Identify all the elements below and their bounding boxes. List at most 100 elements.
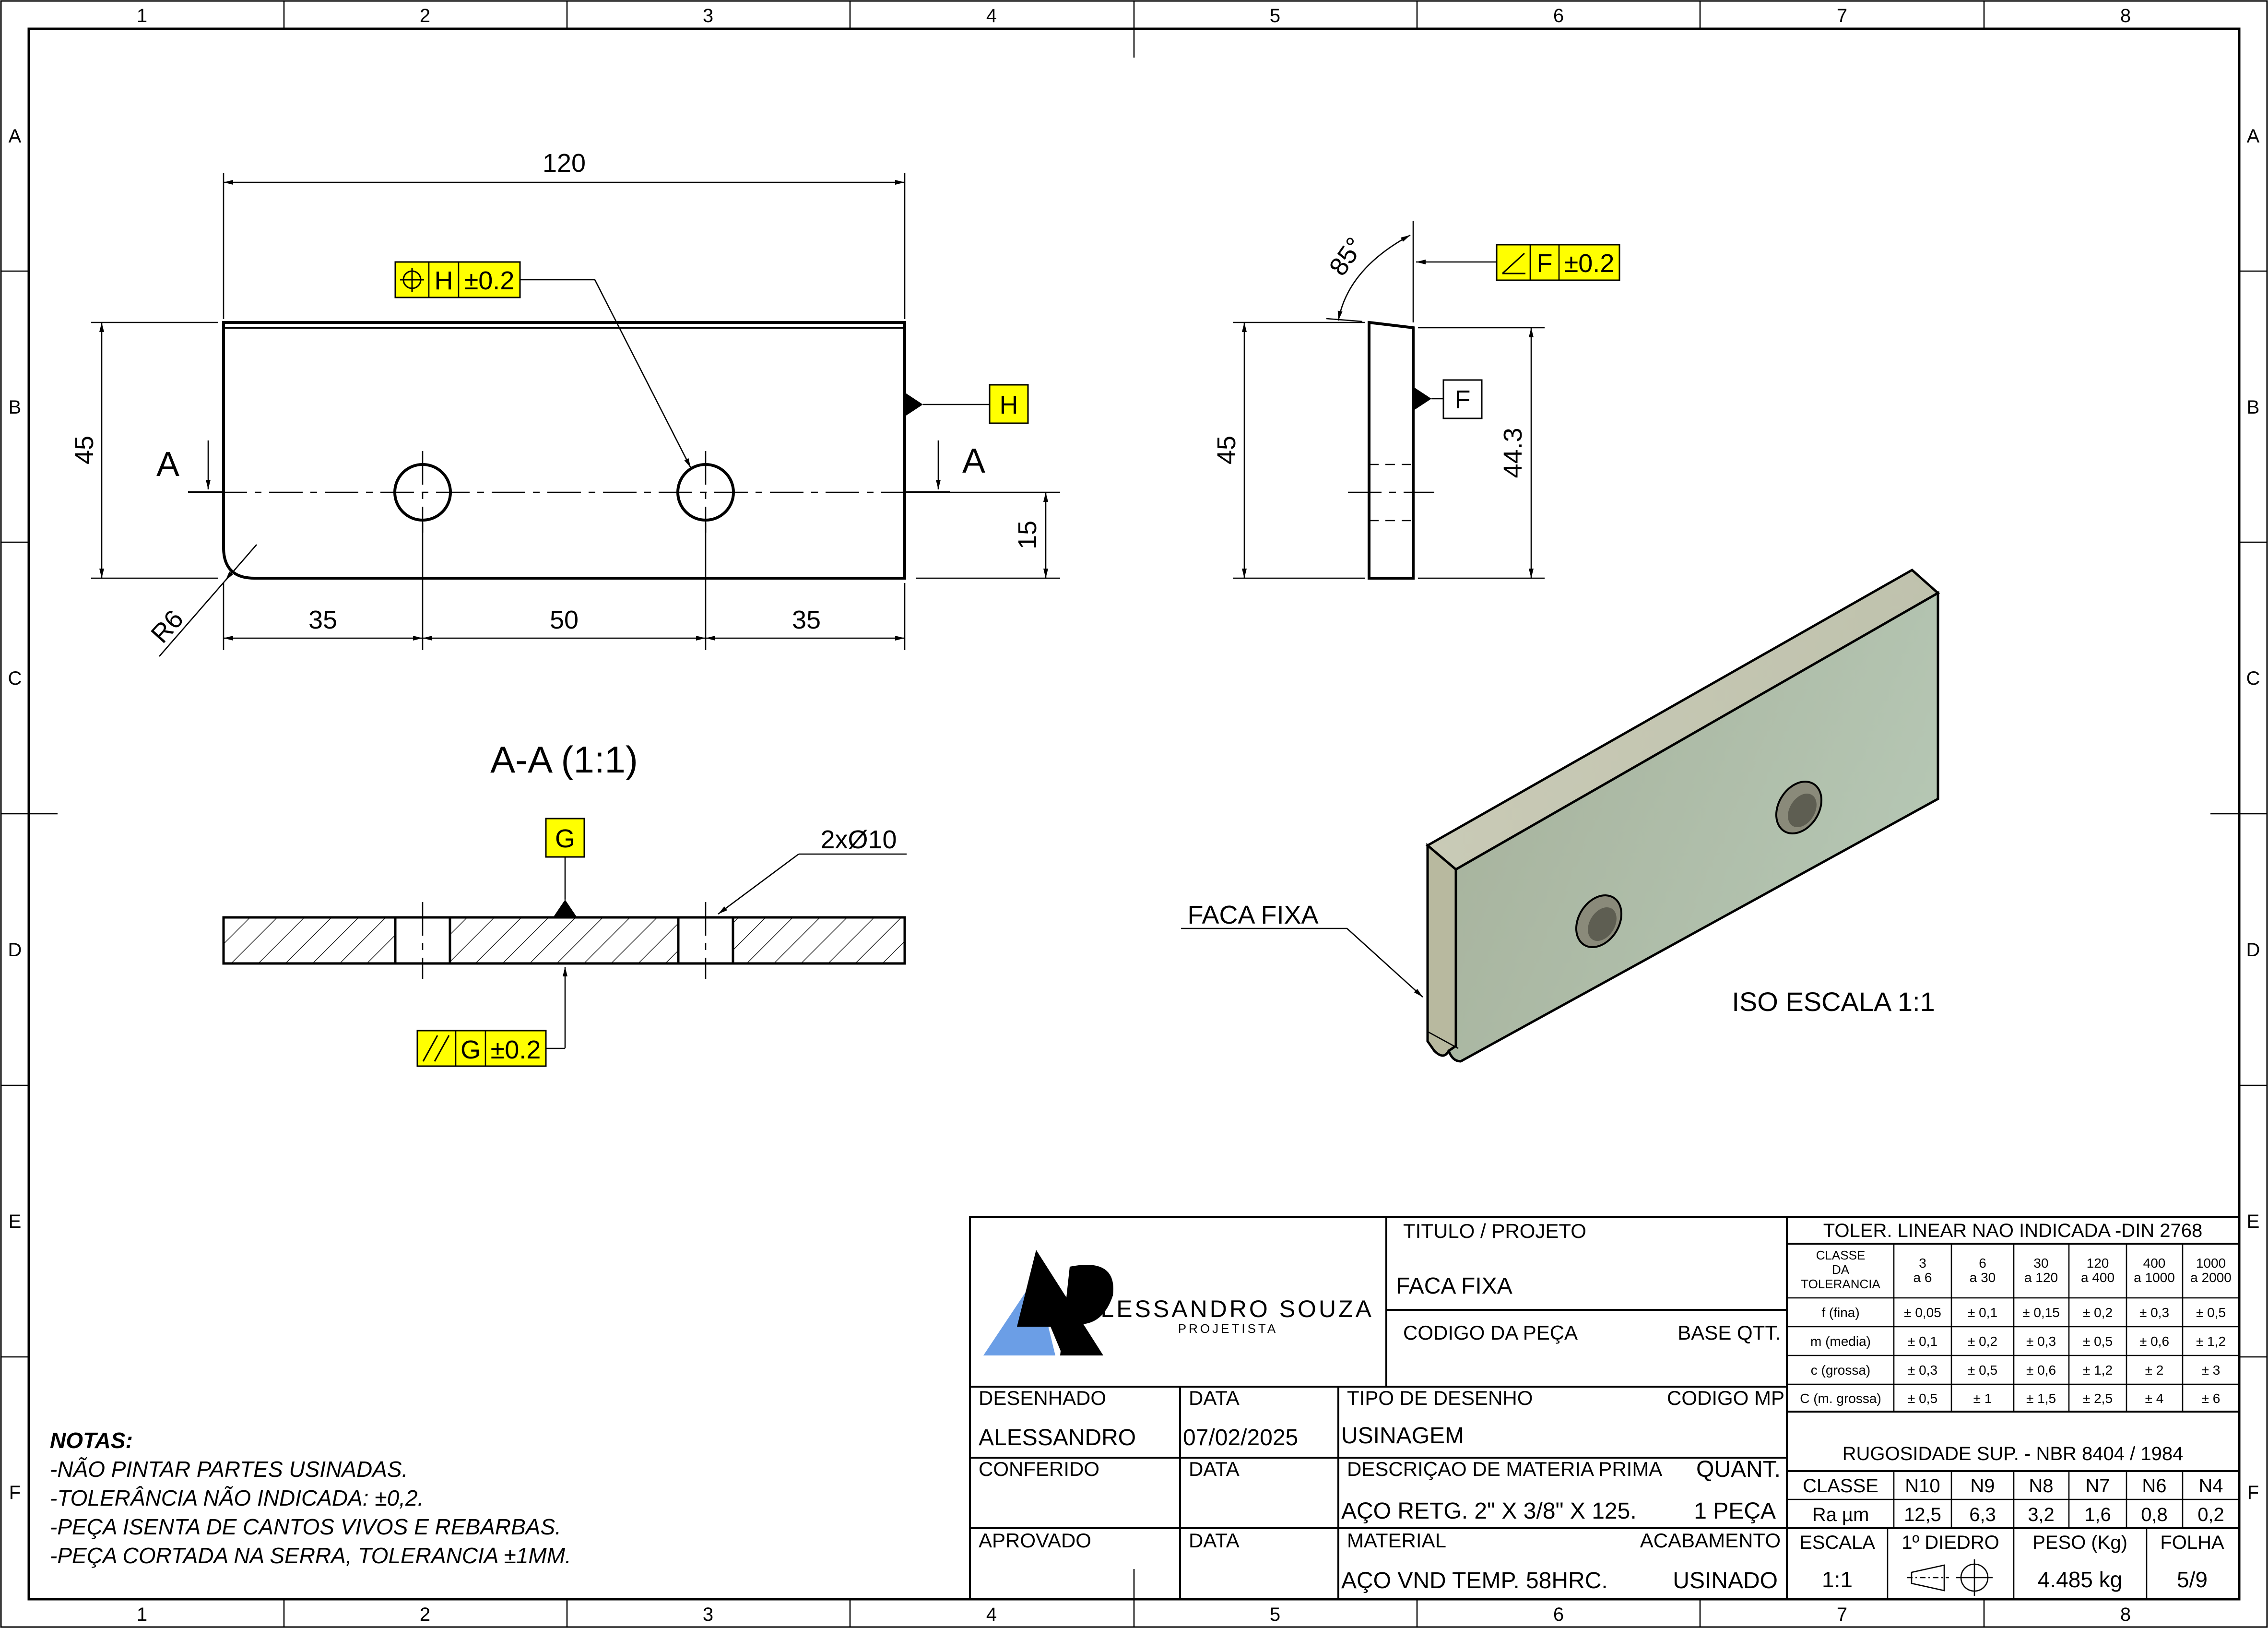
tolerance-range-bottom: a 6	[1914, 1270, 1932, 1285]
position-tol-datum: H	[435, 266, 453, 295]
tolerance-cell: ± 1,5	[2026, 1391, 2056, 1406]
tolerance-range-bottom: a 120	[2024, 1270, 2058, 1285]
tolerance-row-label: m (media)	[1810, 1334, 1871, 1349]
tolerance-range-bottom: a 2000	[2190, 1270, 2232, 1285]
tolerance-cell: ± 0,1	[1908, 1334, 1937, 1349]
side-dim-height-44-3: 44.3	[1499, 428, 1527, 478]
row-label-F: F	[9, 1482, 21, 1503]
codigo-mp-label: CODIGO MP	[1667, 1387, 1784, 1409]
column-label-1: 1	[137, 1604, 147, 1625]
descricao-label: DESCRIÇAO DE MATERIA PRIMA	[1347, 1458, 1662, 1480]
roughness-class-label: CLASSE	[1803, 1475, 1878, 1497]
side-outline	[1368, 321, 1415, 580]
roughness-class: N7	[2085, 1475, 2110, 1497]
roughness-ra-value: 3,2	[2028, 1504, 2055, 1525]
holes-callout: 2xØ10	[718, 825, 907, 915]
row-label-A: A	[2247, 126, 2260, 147]
company-name: ALESSANDRO SOUZA	[1082, 1295, 1374, 1322]
roughness-ra-value: 6,3	[1969, 1504, 1996, 1525]
angularity-icon	[1501, 252, 1525, 274]
tolerance-cell: ± 0,5	[1908, 1391, 1937, 1406]
dim-right-35: 35	[792, 606, 821, 634]
position-tol-value: ±0.2	[464, 266, 515, 295]
quant-value: 1 PEÇA	[1694, 1498, 1776, 1524]
svg-text:H: H	[1000, 391, 1018, 419]
column-label-5: 5	[1270, 1604, 1280, 1625]
roughness-title: RUGOSIDADE SUP. - NBR 8404 / 1984	[1843, 1443, 2184, 1464]
tolerance-cell: ± 0,15	[2022, 1305, 2060, 1320]
note-line-3: -PEÇA ISENTA DE CANTOS VIVOS E REBARBAS.	[50, 1514, 561, 1539]
row-label-E: E	[2247, 1211, 2260, 1232]
side-dim-height-45: 45	[1212, 436, 1241, 464]
tolerance-range-top: 400	[2143, 1256, 2166, 1271]
column-label-2: 2	[420, 5, 430, 26]
column-label-4: 4	[986, 1604, 997, 1625]
position-tolerance-frame: H ±0.2	[394, 261, 692, 468]
tolerance-cell: ± 0,05	[1904, 1305, 1941, 1320]
roughness-class: N9	[1970, 1475, 1995, 1497]
roughness-ra-value: 12,5	[1904, 1504, 1941, 1525]
codigo-peca-label: CODIGO DA PEÇA	[1403, 1321, 1578, 1344]
tolerance-cell: ± 0,3	[1908, 1363, 1937, 1378]
row-label-A: A	[9, 126, 22, 147]
tipo-value: USINAGEM	[1341, 1423, 1464, 1449]
roughness-class: N10	[1905, 1475, 1940, 1497]
tolerance-range-top: 30	[2033, 1256, 2048, 1271]
dim-height-45: 45	[70, 436, 99, 464]
radius-r6: R6	[145, 605, 189, 648]
tolerance-cell: ± 0,1	[1968, 1305, 1997, 1320]
data3-label: DATA	[1189, 1529, 1240, 1552]
row-label-D: D	[2246, 939, 2260, 961]
folha-value: 5/9	[2177, 1567, 2208, 1592]
tolerance-rows: f (fina)± 0,05± 0,1± 0,15± 0,2± 0,3± 0,5…	[1800, 1305, 2226, 1406]
position-icon	[400, 268, 424, 292]
tolerance-cell: ± 2	[2145, 1363, 2164, 1378]
company-role: PROJETISTA	[1178, 1321, 1278, 1336]
row-label-C: C	[8, 668, 22, 689]
column-label-8: 8	[2120, 1604, 2131, 1625]
desenhado-label: DESENHADO	[979, 1387, 1106, 1409]
datum-h: H	[905, 384, 1029, 424]
datum-g: G	[545, 818, 585, 917]
tolerance-cell: ± 0,6	[2026, 1363, 2056, 1378]
company-logo: ALESSANDRO SOUZA PROJETISTA	[983, 1250, 1374, 1355]
data1-label: DATA	[1189, 1387, 1240, 1409]
roughness-class: N8	[2029, 1475, 2053, 1497]
tolerance-range-top: 1000	[2196, 1256, 2226, 1271]
svg-text:F: F	[1455, 385, 1471, 414]
parallelism-icon	[422, 1035, 450, 1062]
escala-value: 1:1	[1822, 1567, 1853, 1592]
tolerance-range-top: 120	[2087, 1256, 2109, 1271]
tolerance-cell: ± 0,5	[2083, 1334, 2113, 1349]
roughness-ra-value: 1,6	[2084, 1504, 2111, 1525]
tolerance-cell: ± 6	[2202, 1391, 2221, 1406]
tolerance-row-label: f (fina)	[1821, 1305, 1859, 1320]
svg-text:2xØ10: 2xØ10	[820, 825, 897, 854]
column-label-2: 2	[420, 1604, 430, 1625]
tolerance-range-bottom: a 30	[1970, 1270, 1996, 1285]
tolerance-cell: ± 1,2	[2196, 1334, 2226, 1349]
row-label-D: D	[8, 939, 22, 961]
parallelism-tolerance-frame: G ±0.2	[416, 967, 567, 1067]
column-label-3: 3	[703, 1604, 713, 1625]
escala-label: ESCALA	[1799, 1532, 1875, 1553]
section-view: A-A (1:1) G 2xØ10	[222, 738, 907, 1067]
dim-left-35: 35	[308, 606, 337, 634]
material-value: AÇO VND TEMP. 58HRC.	[1341, 1568, 1608, 1593]
tolerance-cell: ± 1,2	[2083, 1363, 2113, 1378]
desenhado-value: ALESSANDRO	[979, 1425, 1136, 1450]
iso-side-face	[1426, 843, 1457, 1057]
diedro-label: 1º DIEDRO	[1902, 1532, 1999, 1553]
tipo-label: TIPO DE DESENHO	[1347, 1387, 1533, 1409]
svg-text:TOLERANCIA: TOLERANCIA	[1801, 1277, 1880, 1291]
datum-f: F	[1413, 379, 1483, 419]
svg-text:±0.2: ±0.2	[1564, 249, 1615, 278]
section-letter-left: A	[156, 445, 179, 484]
dim-middle-50: 50	[550, 606, 579, 634]
